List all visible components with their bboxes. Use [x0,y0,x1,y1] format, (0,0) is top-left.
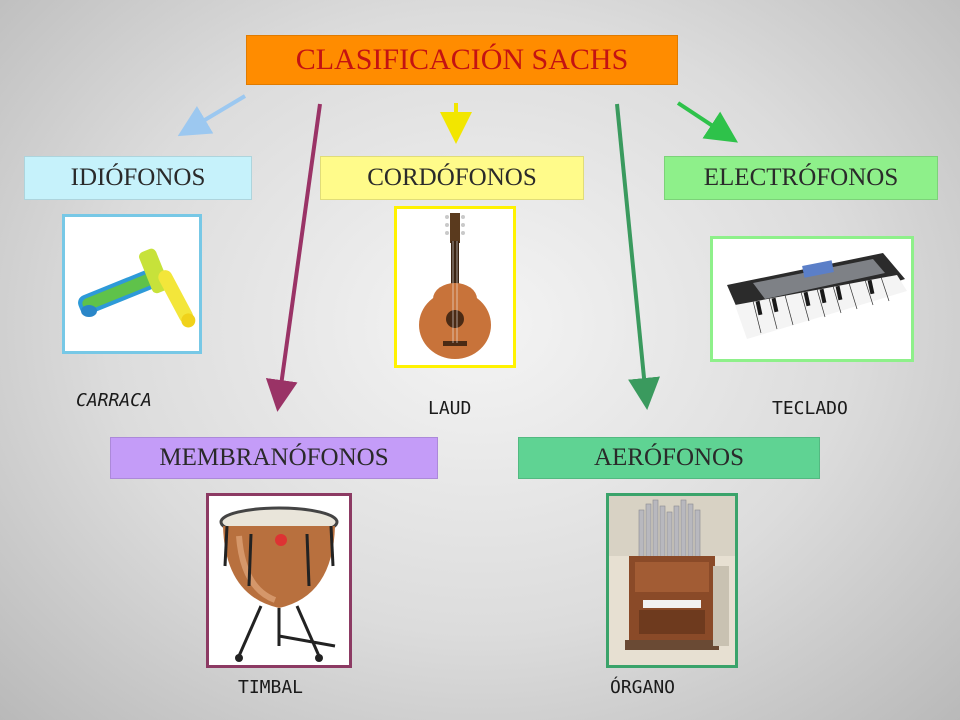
caption-timbal: TIMBAL [238,677,304,698]
caption-laud: LAUD [428,398,472,419]
arrow-to-idiofonos [177,94,247,137]
diagram-title: CLASIFICACIÓN SACHS [246,35,678,85]
category-membranofonos: MEMBRANÓFONOS [110,437,438,479]
arrow-to-membranofonos [265,103,322,412]
caption-teclado: TECLADO [772,398,848,419]
teclado-image [710,236,914,362]
category-electrofonos: ELECTRÓFONOS [664,156,938,200]
arrow-to-aerofonos [615,103,660,410]
organo-image [606,493,738,668]
caption-organo: ÓRGANO [610,677,676,698]
category-idiofonos: IDIÓFONOS [24,156,252,200]
caption-carraca: CARRACA [76,390,152,411]
arrow-to-electrofonos [676,101,739,143]
category-cordofonos: CORDÓFONOS [320,156,584,200]
carraca-image [62,214,202,354]
laud-image [394,206,516,368]
timbal-image [206,493,352,668]
category-aerofonos: AERÓFONOS [518,437,820,479]
